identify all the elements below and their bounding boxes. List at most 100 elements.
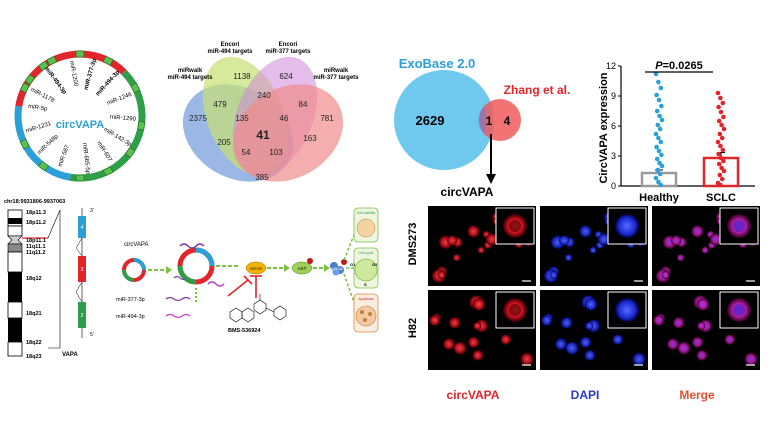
p-value-label: P=0.0265	[655, 60, 702, 72]
vapa-gene-label: VAPA	[62, 352, 78, 358]
circ-binding-site	[19, 138, 30, 150]
pathway-mir-377: miR-377-3p	[116, 297, 145, 303]
chromosome-ideogram	[7, 209, 23, 357]
y-tick-label: 3	[611, 151, 616, 161]
circ-mirna-label: miR-1290	[110, 115, 137, 123]
venn-label-mirwalk377-name: miRwalk	[324, 68, 349, 74]
data-point	[716, 151, 721, 157]
gsk3b-node	[330, 262, 344, 276]
data-point	[656, 148, 662, 154]
band-18q12: 18q12	[26, 276, 42, 282]
outcome-cell-viability: Cell viability	[357, 211, 376, 215]
circ-binding-site	[38, 60, 49, 72]
chromosome-map: chr18:9931806-9937063 18p11.3 18p11.2 18…	[4, 199, 94, 360]
confocal-tile-dms273-dapi	[540, 206, 648, 286]
circ-mirna-label: miR-142-3p	[102, 127, 132, 149]
data-point	[656, 135, 661, 141]
x-tick-label: SCLC	[706, 192, 736, 204]
confocal-tile-dms273-circvapa	[428, 206, 536, 286]
data-point	[719, 176, 725, 182]
circ-mirna-label: miR-587	[58, 144, 72, 168]
data-point	[718, 182, 723, 188]
band-11q11-2: 11q11.2	[26, 250, 46, 256]
strand-5-prime: 5'	[90, 332, 94, 338]
bms-536924-structure	[229, 294, 287, 323]
circ-binding-site	[75, 174, 85, 182]
data-point	[719, 135, 725, 141]
circ-binding-site	[124, 147, 136, 158]
exon-4-label: 4	[81, 225, 84, 231]
venn-count-a-d: 385	[255, 173, 269, 182]
data-point	[658, 85, 664, 91]
y-tick-label: 6	[611, 121, 616, 131]
venn-count-a-b-d: 103	[269, 148, 283, 157]
band-18q22: 18q22	[26, 340, 42, 346]
data-point	[717, 172, 723, 178]
data-point	[653, 175, 659, 181]
zhang-circle	[479, 99, 521, 141]
exobase-count: 2629	[416, 113, 445, 128]
circ-mirna-label: miR-607	[95, 141, 113, 164]
venn-count-encori377-only: 624	[279, 72, 293, 81]
vapa-gene-structure	[75, 208, 86, 338]
data-point	[718, 95, 723, 101]
confocal-tile-h82-circvapa	[428, 290, 536, 370]
col-label-dapi: DAPI	[571, 388, 600, 402]
y-tick-label: 9	[611, 91, 616, 101]
venn-count-mirwalk494-only: 2375	[189, 114, 207, 123]
circ-binding-site	[46, 55, 58, 66]
circ-mirna-label: miR-377-3p	[84, 58, 99, 91]
data-point	[721, 168, 727, 174]
circ-mirna-label: miR-5p	[28, 104, 49, 113]
data-point	[659, 117, 665, 123]
data-point	[658, 182, 664, 188]
data-point	[718, 109, 724, 115]
circ-center-label: circVAPA	[56, 119, 105, 131]
data-point	[654, 156, 660, 162]
data-point	[656, 79, 661, 85]
data-point	[656, 97, 662, 103]
data-point	[716, 104, 721, 110]
venn-count-a-c-d: 54	[242, 148, 251, 157]
venn-count-a-d-left: 205	[217, 138, 231, 147]
data-point	[653, 131, 659, 137]
venn-count-mirwalk377-only: 781	[320, 114, 334, 123]
phase-g2: G2	[372, 262, 378, 267]
data-point	[720, 147, 726, 153]
data-point	[721, 114, 726, 120]
col-label-merge: Merge	[679, 388, 715, 402]
row-label-dms273: DMS273	[407, 223, 419, 266]
data-point	[655, 167, 661, 173]
data-point	[715, 90, 721, 96]
band-18p11-2: 18p11.2	[26, 220, 46, 226]
circ-exon-blue-arc	[14, 105, 71, 181]
x-tick-label: Healthy	[639, 192, 680, 204]
circ-binding-site	[19, 82, 30, 94]
data-point	[654, 92, 659, 98]
venn-label-encori494-name: Encori	[221, 42, 240, 48]
circ-binding-site	[38, 160, 49, 172]
circ-mirna-label: miR-494-3p	[95, 69, 121, 97]
circ-mirna-label: miR-665-5p	[81, 143, 90, 175]
data-point	[657, 171, 663, 177]
circ-binding-site	[102, 55, 114, 66]
phase-s: S	[364, 282, 367, 287]
circ-mirna-label: miR-1231	[25, 121, 52, 135]
mirna-target-venn: miRwalk miR-494 targets Encori miR-494 t…	[167, 42, 359, 182]
data-point	[715, 139, 721, 145]
data-point	[716, 161, 722, 167]
data-point	[657, 113, 662, 119]
exobase-label: ExoBase 2.0	[399, 56, 476, 71]
circ-mirna-label: miR-494-3p	[43, 66, 67, 96]
venn-count-encori494-only: 1138	[233, 72, 251, 81]
circ-binding-site	[137, 120, 146, 131]
data-point	[720, 100, 726, 106]
band-18p11-3: 18p11.3	[26, 210, 46, 216]
pathway-drug-label: BMS-536924	[228, 328, 261, 334]
akt-label: AKT	[298, 266, 307, 271]
exobase-circle	[394, 70, 494, 170]
circ-binding-site	[102, 166, 114, 177]
band-11q11-1: 11q11.1	[26, 244, 46, 250]
data-point	[717, 131, 723, 137]
